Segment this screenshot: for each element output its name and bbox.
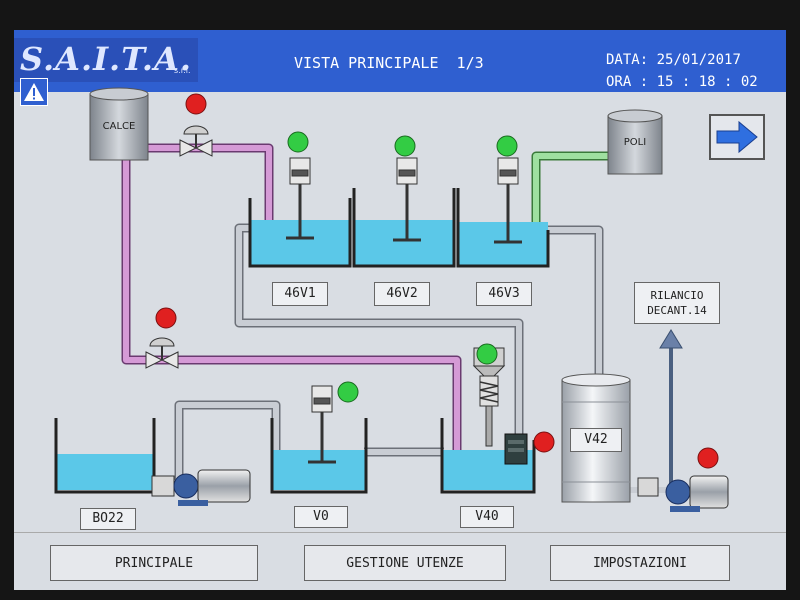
tank-46v3-label[interactable]: 46V3 <box>476 282 532 306</box>
silo-v42-label[interactable]: V42 <box>570 428 622 452</box>
poli-tank <box>607 109 663 175</box>
rilancio-decant-label[interactable]: RILANCIO DECANT.14 <box>634 282 720 324</box>
status-mixer-v0-on <box>337 381 359 403</box>
status-valve-calce-off <box>185 93 207 115</box>
hmi-screen: S.A.I.T.A. s.r.l. VISTA PRINCIPALE 1/3 D… <box>14 30 786 590</box>
rilancio-line2: DECANT.14 <box>647 304 707 317</box>
tank-46v2-vessel <box>352 188 456 268</box>
logo-text: S.A.I.T.A. <box>20 40 192 78</box>
impostazioni-button[interactable]: IMPOSTAZIONI <box>550 545 730 581</box>
time-value: 15 : 18 : 02 <box>656 74 758 90</box>
footer-nav: PRINCIPALE GESTIONE UTENZE IMPOSTAZIONI <box>14 532 786 590</box>
calce-tank <box>89 87 149 161</box>
rilancio-line1: RILANCIO <box>650 289 704 302</box>
tank-46v1-label[interactable]: 46V1 <box>272 282 328 306</box>
tank-46v3-vessel <box>456 188 550 268</box>
arrow-right-icon <box>716 120 758 154</box>
mixer-46v2 <box>393 157 421 242</box>
status-pump-v40-off <box>533 431 555 453</box>
valve-lime-line <box>145 337 179 369</box>
date-value: 25/01/2017 <box>656 52 741 68</box>
company-logo: S.A.I.T.A. s.r.l. <box>14 38 198 82</box>
valve-calce <box>179 125 213 157</box>
status-indicators <box>155 93 719 469</box>
tank-v0-label[interactable]: V0 <box>294 506 348 528</box>
pipe-polymer <box>533 153 614 235</box>
tank-v40-vessel <box>440 418 536 494</box>
process-diagram <box>54 87 729 512</box>
arrow-up-icon <box>659 329 683 349</box>
date-label: DATA: <box>606 52 649 68</box>
logo-suffix: s.r.l. <box>174 66 191 75</box>
tank-b022-label[interactable]: BO22 <box>80 508 136 530</box>
mixer-v0 <box>308 385 336 464</box>
time-label: ORA : <box>606 74 649 90</box>
status-valve-lime-off <box>155 307 177 329</box>
poli-tank-label: POLI <box>623 137 647 148</box>
gestione-utenze-button[interactable]: GESTIONE UTENZE <box>304 545 506 581</box>
next-page-button[interactable] <box>709 114 765 160</box>
tank-v0-vessel <box>270 418 368 494</box>
tank-v40-label[interactable]: V40 <box>460 506 514 528</box>
pump-v40 <box>504 433 528 465</box>
page-title: VISTA PRINCIPALE 1/3 <box>294 54 484 72</box>
status-mixer-46v2-on <box>394 135 416 157</box>
pump-rilancio <box>637 475 729 512</box>
status-pump-rilancio-off <box>697 447 719 469</box>
time-display: ORA : 15 : 18 : 02 <box>606 74 758 90</box>
principale-button[interactable]: PRINCIPALE <box>50 545 258 581</box>
status-dosing-v40-on <box>476 343 498 365</box>
mixer-46v3 <box>494 157 522 244</box>
title-text: VISTA PRINCIPALE 1/3 <box>294 54 484 72</box>
calce-tank-label: CALCE <box>102 121 136 132</box>
pump-b022 <box>151 469 251 506</box>
tank-b022-vessel <box>54 418 156 494</box>
warning-triangle-icon <box>24 83 44 101</box>
status-mixer-46v3-on <box>496 135 518 157</box>
tank-46v2-label[interactable]: 46V2 <box>374 282 430 306</box>
status-mixer-46v1-on <box>287 131 309 153</box>
date-display: DATA: 25/01/2017 <box>606 52 741 68</box>
alarm-warning-button[interactable] <box>20 78 48 106</box>
header-bar: S.A.I.T.A. s.r.l. VISTA PRINCIPALE 1/3 D… <box>14 30 786 92</box>
mixer-46v1 <box>286 157 314 240</box>
